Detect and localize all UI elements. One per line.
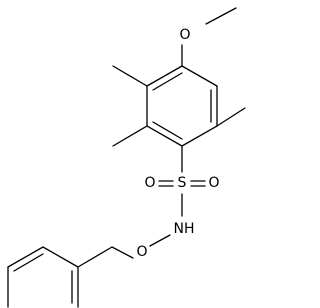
phenyl-bond-3 — [7, 246, 44, 268]
bond-methyl-o — [205, 7, 237, 25]
bond-nitrogen-oxygen — [149, 234, 171, 247]
atom-oxygen-ether: O — [136, 244, 147, 260]
phenyl-ring-benzyl — [7, 246, 113, 308]
ring-bond-6-inner — [152, 72, 183, 91]
phenyl-bond-3-inner — [13, 253, 44, 272]
bond-methyl-right — [216, 107, 246, 127]
atom-oxygen-right: O — [208, 175, 219, 191]
ring-bond-4 — [146, 125, 183, 147]
ring-bond-1 — [181, 65, 218, 87]
atom-sulfur: S — [178, 175, 187, 191]
bond-ch2-phenyl — [77, 246, 113, 268]
bond-methyl-upper-left — [112, 65, 148, 87]
ring-bond-3 — [181, 125, 218, 147]
phenyl-bond-2 — [42, 246, 79, 268]
aromatic-ring-top — [146, 65, 218, 147]
methoxy-group: O — [179, 7, 237, 67]
sulfonyl-group: S O O — [144, 145, 220, 191]
structure-diagram: O S O O NH O — [7, 7, 246, 308]
hydroxylamine-linker: NH O — [111, 193, 195, 260]
ring-bond-4-inner — [152, 121, 183, 140]
atom-nitrogen: NH — [174, 221, 195, 237]
bond-methyl-lower-left — [112, 125, 148, 147]
atom-oxygen-methoxy: O — [179, 27, 190, 43]
bond-oxygen-ch2 — [111, 246, 134, 259]
methyl-groups — [112, 65, 246, 147]
atom-oxygen-left: O — [144, 175, 155, 191]
ring-bond-6 — [146, 65, 183, 87]
